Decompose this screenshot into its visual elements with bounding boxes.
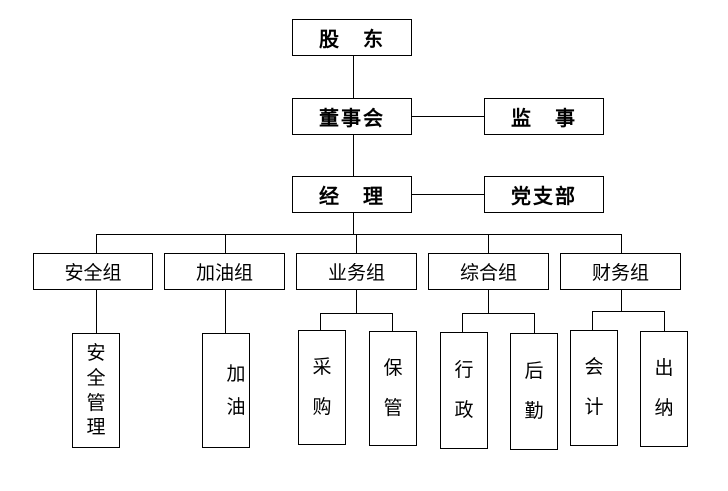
connector-board-supervisor	[412, 116, 484, 117]
connector-general-down	[488, 289, 489, 313]
connector-finance-right	[664, 311, 665, 332]
connector-bus-refuel	[225, 234, 226, 253]
connector-business-right	[392, 313, 393, 331]
connector-bus-finance	[621, 234, 622, 253]
leaf-storage-label: 保管	[383, 356, 403, 419]
connector-bus-safety	[96, 234, 97, 253]
party-branch-box: 党支部	[484, 176, 604, 213]
connector-general-split	[462, 313, 534, 314]
connector-manager-groups	[353, 213, 354, 234]
group-finance-label: 财务组	[591, 262, 649, 284]
leaf-administration-label: 行政	[454, 358, 474, 421]
connector-general-right	[534, 313, 535, 334]
group-general-box: 综合组	[428, 253, 549, 290]
connector-shareholders-board	[353, 55, 354, 98]
leaf-purchasing-box: 采购	[298, 330, 346, 445]
party-branch-label: 党支部	[511, 184, 577, 208]
leaf-storage-box: 保管	[369, 331, 417, 446]
group-finance-box: 财务组	[560, 253, 681, 290]
leaf-purchasing-label: 采购	[312, 355, 332, 418]
connector-bus-business	[356, 234, 357, 253]
group-business-label: 业务组	[327, 262, 385, 284]
shareholders-label: 股 东	[319, 27, 385, 51]
connector-business-down	[356, 289, 357, 313]
group-refuel-box: 加油组	[164, 253, 285, 290]
connector-finance-split	[592, 311, 664, 312]
group-general-label: 综合组	[459, 262, 517, 284]
group-safety-box: 安全组	[33, 253, 153, 290]
supervisor-box: 监 事	[484, 98, 604, 135]
group-safety-label: 安全组	[64, 262, 122, 284]
group-refuel-label: 加油组	[195, 262, 253, 284]
leaf-refueling-box: 加油	[202, 333, 250, 448]
connector-safety-leaf	[96, 289, 97, 334]
manager-box: 经 理	[292, 176, 412, 213]
leaf-accounting-label: 会计	[584, 356, 604, 418]
connector-finance-down	[621, 289, 622, 311]
connector-board-manager	[353, 135, 354, 177]
connector-manager-party-branch	[412, 194, 484, 195]
connector-business-split	[320, 313, 392, 314]
group-business-box: 业务组	[296, 253, 417, 290]
leaf-administration-box: 行政	[440, 332, 488, 449]
shareholders-box: 股 东	[292, 19, 412, 56]
leaf-refueling-label: 加油	[226, 363, 268, 418]
connector-refuel-leaf	[225, 289, 226, 334]
board-label: 董事会	[319, 106, 385, 130]
board-box: 董事会	[292, 98, 412, 135]
leaf-accounting-box: 会计	[570, 330, 618, 446]
connector-groups-bus	[96, 234, 622, 235]
manager-label: 经 理	[319, 184, 385, 208]
connector-finance-left	[592, 311, 593, 331]
connector-bus-general	[488, 234, 489, 253]
leaf-logistics-box: 后勤	[510, 333, 558, 450]
leaf-safety-management-box: 安全管理	[72, 333, 120, 448]
leaf-cashier-box: 出纳	[640, 331, 688, 447]
leaf-logistics-label: 后勤	[524, 359, 544, 422]
supervisor-label: 监 事	[511, 106, 577, 130]
leaf-safety-management-label: 安全管理	[86, 342, 106, 439]
leaf-cashier-label: 出纳	[654, 357, 674, 419]
connector-general-left	[462, 313, 463, 333]
connector-business-left	[320, 313, 321, 331]
